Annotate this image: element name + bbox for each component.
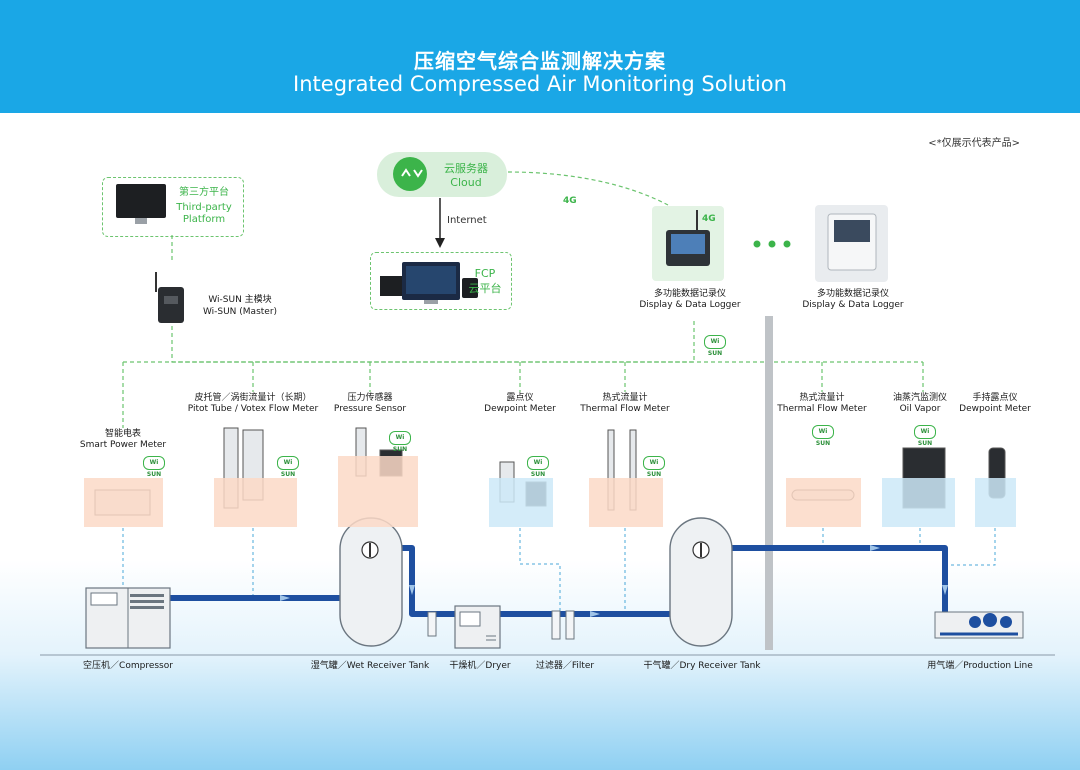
- representative-products-note: <*仅展示代表产品>: [928, 138, 1020, 149]
- equipment-wet-tank: 湿气罐／Wet Receiver Tank: [310, 661, 430, 671]
- ellipsis-dots: [753, 240, 791, 248]
- sensor-2-cn: 压力传感器: [347, 393, 393, 403]
- filter-graphic: [427, 610, 575, 640]
- wisun-master-cn: Wi-SUN 主模块: [208, 295, 272, 305]
- logger2-en: Display & Data Logger: [802, 300, 904, 310]
- sensor-6-cn: 油蒸汽监测仪: [892, 393, 947, 403]
- equipment-dry-tank: 干气罐／Dry Receiver Tank: [643, 661, 761, 671]
- cloud-label-cn: 云服务器: [444, 162, 488, 175]
- sensor-3-en: Dewpoint Meter: [484, 404, 556, 414]
- wet-tank-graphic: [339, 517, 403, 647]
- internet-label: Internet: [447, 215, 487, 226]
- 4g-label-logger: 4G: [702, 214, 716, 224]
- third-party-cn: 第三方平台: [179, 187, 229, 198]
- sensor-7-cn: 手持露点仪: [972, 393, 1018, 403]
- sensor-3-cn: 露点仪: [506, 393, 534, 403]
- equipment-production-line: 用气端／Production Line: [927, 661, 1033, 671]
- third-party-en2: Platform: [182, 214, 226, 225]
- measure-links: [122, 528, 996, 618]
- wisun-badge-3: Wi SUN: [527, 456, 549, 478]
- sensor-6-en: Oil Vapor: [899, 404, 941, 414]
- wisun-badge-1: Wi SUN: [277, 456, 299, 478]
- logger2-graphic: [815, 205, 888, 282]
- sensor-box-power-meter: [84, 478, 163, 527]
- production-line-graphic: [934, 611, 1024, 639]
- sensor-5-cn: 热式流量计: [799, 393, 845, 403]
- wisun-module-graphic: [155, 272, 184, 323]
- cloud-icon-graphic: [377, 152, 507, 197]
- fcp-devices-graphic: [380, 262, 478, 304]
- sensor-4-cn: 热式流量计: [602, 393, 648, 403]
- compressor-graphic: [85, 587, 171, 649]
- wisun-badge-logger: Wi SUN: [704, 335, 726, 357]
- flow-arrows: [280, 545, 948, 617]
- sensor-box-pressure: [338, 456, 418, 527]
- sensor-5-en: Thermal Flow Meter: [777, 404, 867, 414]
- third-party-en1: Third-party: [176, 202, 232, 213]
- equipment-compressor: 空压机／Compressor: [83, 661, 173, 671]
- equipment-filter: 过滤器／Filter: [535, 661, 595, 671]
- wisun-badge-6: Wi SUN: [914, 425, 936, 447]
- dry-tank-graphic: [669, 517, 733, 647]
- monitor-graphic: [116, 184, 166, 224]
- logger1-cn: 多功能数据记录仪: [653, 289, 726, 299]
- sensor-0-cn: 智能电表: [104, 429, 141, 439]
- sensor-7-en: Dewpoint Meter: [959, 404, 1031, 414]
- sensor-box-oil-vapor: [882, 478, 955, 527]
- fcp-label-2: 云平台: [468, 282, 502, 295]
- sensor-0-en: Smart Power Meter: [79, 440, 167, 450]
- wisun-badge-0: Wi SUN: [143, 456, 165, 478]
- 4g-label-cloud: 4G: [563, 196, 577, 206]
- fcp-label-1: FCP: [474, 267, 496, 280]
- sensor-4-en: Thermal Flow Meter: [580, 404, 670, 414]
- dryer-graphic: [454, 605, 501, 649]
- wireless-links: [122, 171, 924, 428]
- sensor-2-en: Pressure Sensor: [333, 404, 407, 414]
- cloud-label-en: Cloud: [450, 176, 482, 189]
- page-title-en: Integrated Compressed Air Monitoring Sol…: [293, 72, 787, 96]
- third-party-box: [102, 177, 244, 237]
- sensor-box-thermal-2: [786, 478, 861, 527]
- air-pipes: [170, 545, 948, 617]
- logger1-en: Display & Data Logger: [639, 300, 741, 310]
- header-banner: [0, 0, 1080, 113]
- sensor-box-dewpoint: [489, 478, 553, 527]
- wisun-master-en: Wi-SUN (Master): [202, 307, 278, 317]
- sensor-1-en: Pitot Tube / Votex Flow Meter: [187, 404, 319, 414]
- wisun-badge-5: Wi SUN: [812, 425, 834, 447]
- fcp-box: [370, 252, 512, 310]
- logger1-graphic: [652, 206, 724, 281]
- sensor-box-handheld-dewpoint: [975, 478, 1016, 527]
- sensor-box-thermal-1: [589, 478, 663, 527]
- logger2-cn: 多功能数据记录仪: [816, 289, 889, 299]
- equipment-dryer: 干燥机／Dryer: [449, 661, 511, 671]
- sensor-box-flow-meter: [214, 478, 297, 527]
- wisun-badge-4: Wi SUN: [643, 456, 665, 478]
- wisun-badge-2: Wi SUN: [389, 431, 411, 453]
- page-title-cn: 压缩空气综合监测解决方案: [414, 49, 666, 73]
- sensor-1-cn: 皮托管／涡街流量计（长期）: [194, 393, 312, 403]
